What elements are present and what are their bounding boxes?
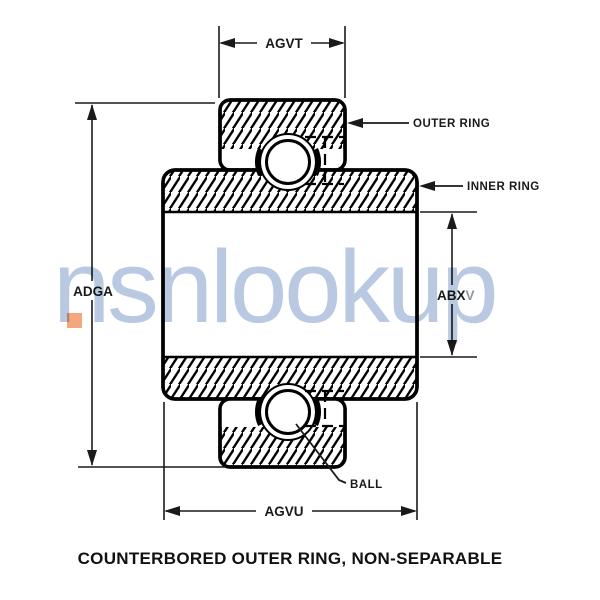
callout-outer-ring: OUTER RING [347,118,490,130]
inner-ring-body [161,168,419,401]
ball-top [265,139,311,185]
adga-label: ADGA [73,284,113,299]
ball-bottom [265,389,311,435]
outer-ring-arrow [347,118,363,128]
callout-ball: BALL [295,423,383,491]
agvt-arrow-right [329,38,345,48]
cage-arc-top-left [254,148,264,176]
agvu-arrow-left [164,506,180,516]
callout-inner-ring: INNER RING [419,181,540,193]
ball-leader [295,423,347,484]
counterbore-hidden-lines-bottom [305,389,346,428]
agvt-arrow-left [219,38,235,48]
agvu-arrow-right [401,506,417,516]
ball-top-assembly [254,133,346,191]
abxv-arrow-up [447,213,457,229]
ball-bottom-assembly [254,383,346,441]
adga-arrow-up [87,104,97,120]
counterbore-hidden-lines-top [305,135,346,186]
cage-arc-bottom-right [312,398,322,426]
inner-ring-arrow [419,181,435,191]
agvu-label: AGVU [264,504,303,519]
abxv-arrow-down [447,340,457,356]
cage-arc-top-right [312,148,322,176]
agvu-label-backing [256,501,312,520]
adga-label-backing [67,281,119,300]
adga-arrow-down [87,450,97,466]
inner-ring-label: INNER RING [467,181,540,193]
dimension-abxv [420,211,477,358]
cage-arc-bottom-left [254,398,264,426]
outer-ring-label: OUTER RING [413,118,490,130]
abxv-label-backing [430,285,478,304]
dimension-agvt [218,26,346,98]
abxv-label-main: ABX [437,288,466,303]
agvt-label: AGVT [265,36,303,51]
ball-label: BALL [350,479,383,491]
abxv-label: ABXV [437,288,475,303]
diagram-caption: COUNTERBORED OUTER RING, NON-SEPARABLE [78,549,503,568]
agvt-label-backing [257,33,311,52]
abxv-label-light: V [466,288,475,303]
